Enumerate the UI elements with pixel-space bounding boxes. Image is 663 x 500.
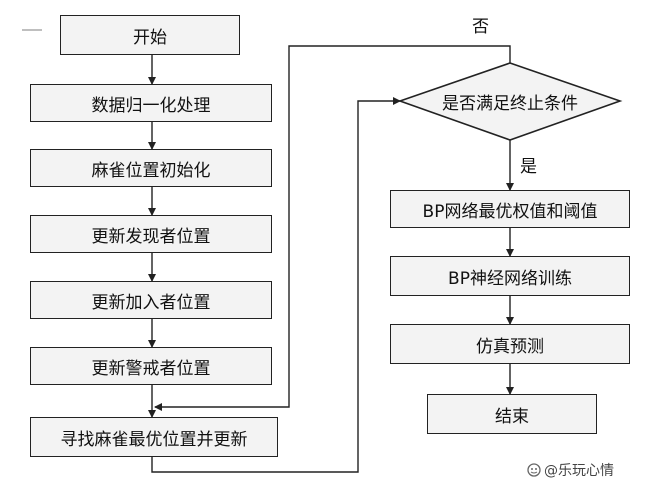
step-normalize: 数据归一化处理: [30, 84, 272, 122]
decision-diamond: [397, 62, 623, 141]
step-simulate-predict: 仿真预测: [390, 324, 630, 364]
decision-no-label: 否: [472, 17, 489, 37]
step-optimal-weights: BP网络最优权值和阈值: [390, 190, 630, 228]
decision-yes-label: 是: [520, 157, 537, 177]
step-update-discoverer: 更新发现者位置: [30, 215, 272, 253]
arrow-best-to-decision: [151, 97, 401, 473]
watermark: @乐玩心情: [527, 460, 614, 480]
watermark-text: @乐玩心情: [544, 463, 614, 479]
step-bp-training: BP神经网络训练: [390, 256, 630, 296]
step-update-joiner: 更新加入者位置: [30, 281, 272, 319]
decision-label: 是否满足终止条件: [442, 93, 578, 114]
step-start: 开始: [60, 15, 240, 55]
arrow-no-loop: [154, 45, 511, 411]
watermark-logo-icon: [527, 463, 541, 477]
step-init-positions: 麻雀位置初始化: [30, 149, 272, 187]
step-update-vigilant: 更新警戒者位置: [30, 347, 272, 385]
step-find-best: 寻找麻雀最优位置并更新: [30, 417, 278, 457]
step-end: 结束: [427, 394, 597, 434]
